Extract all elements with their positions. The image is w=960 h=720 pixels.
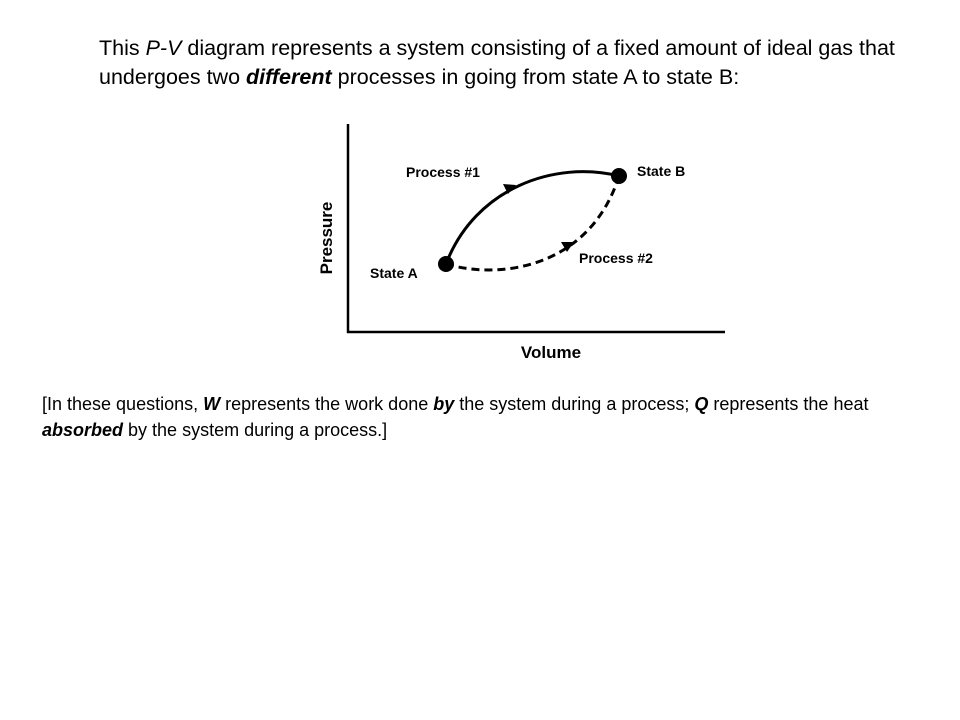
y-axis-label: Pressure bbox=[317, 202, 336, 275]
by-emphasis: by bbox=[433, 394, 455, 414]
note-paragraph: [In these questions, W represents the wo… bbox=[42, 391, 942, 443]
note-text-2: represents the work done bbox=[220, 394, 434, 414]
intro-paragraph: This P-V diagram represents a system con… bbox=[99, 34, 919, 92]
intro-text-1: This bbox=[99, 36, 146, 60]
intro-text-2: diagram represents a system consisting o… bbox=[99, 36, 895, 89]
absorbed-emphasis: absorbed bbox=[42, 420, 124, 440]
pv-term: P-V bbox=[145, 36, 182, 60]
process2-arrow bbox=[561, 242, 574, 252]
note-text-4: represents the heat bbox=[708, 394, 869, 414]
process1-label: Process #1 bbox=[406, 164, 480, 180]
state-b-label: State B bbox=[637, 163, 685, 179]
w-symbol: W bbox=[203, 394, 221, 414]
process1-arrow bbox=[503, 184, 516, 194]
process1-curve bbox=[444, 170, 620, 265]
different-emphasis: different bbox=[246, 65, 332, 89]
intro-text-3: processes in going from state A to state… bbox=[331, 65, 740, 89]
state-a-point bbox=[438, 256, 454, 272]
note-text-1: [In these questions, bbox=[42, 394, 204, 414]
state-b-point bbox=[611, 168, 627, 184]
x-axis-label: Volume bbox=[521, 343, 581, 362]
note-text-3: the system during a process; bbox=[454, 394, 695, 414]
pv-diagram: Pressure Volume State A State B Process … bbox=[317, 124, 725, 362]
process2-curve bbox=[445, 175, 621, 272]
process2-label: Process #2 bbox=[579, 250, 653, 266]
note-text-5: by the system during a process.] bbox=[123, 420, 388, 440]
q-symbol: Q bbox=[694, 394, 709, 414]
state-a-label: State A bbox=[370, 265, 418, 281]
